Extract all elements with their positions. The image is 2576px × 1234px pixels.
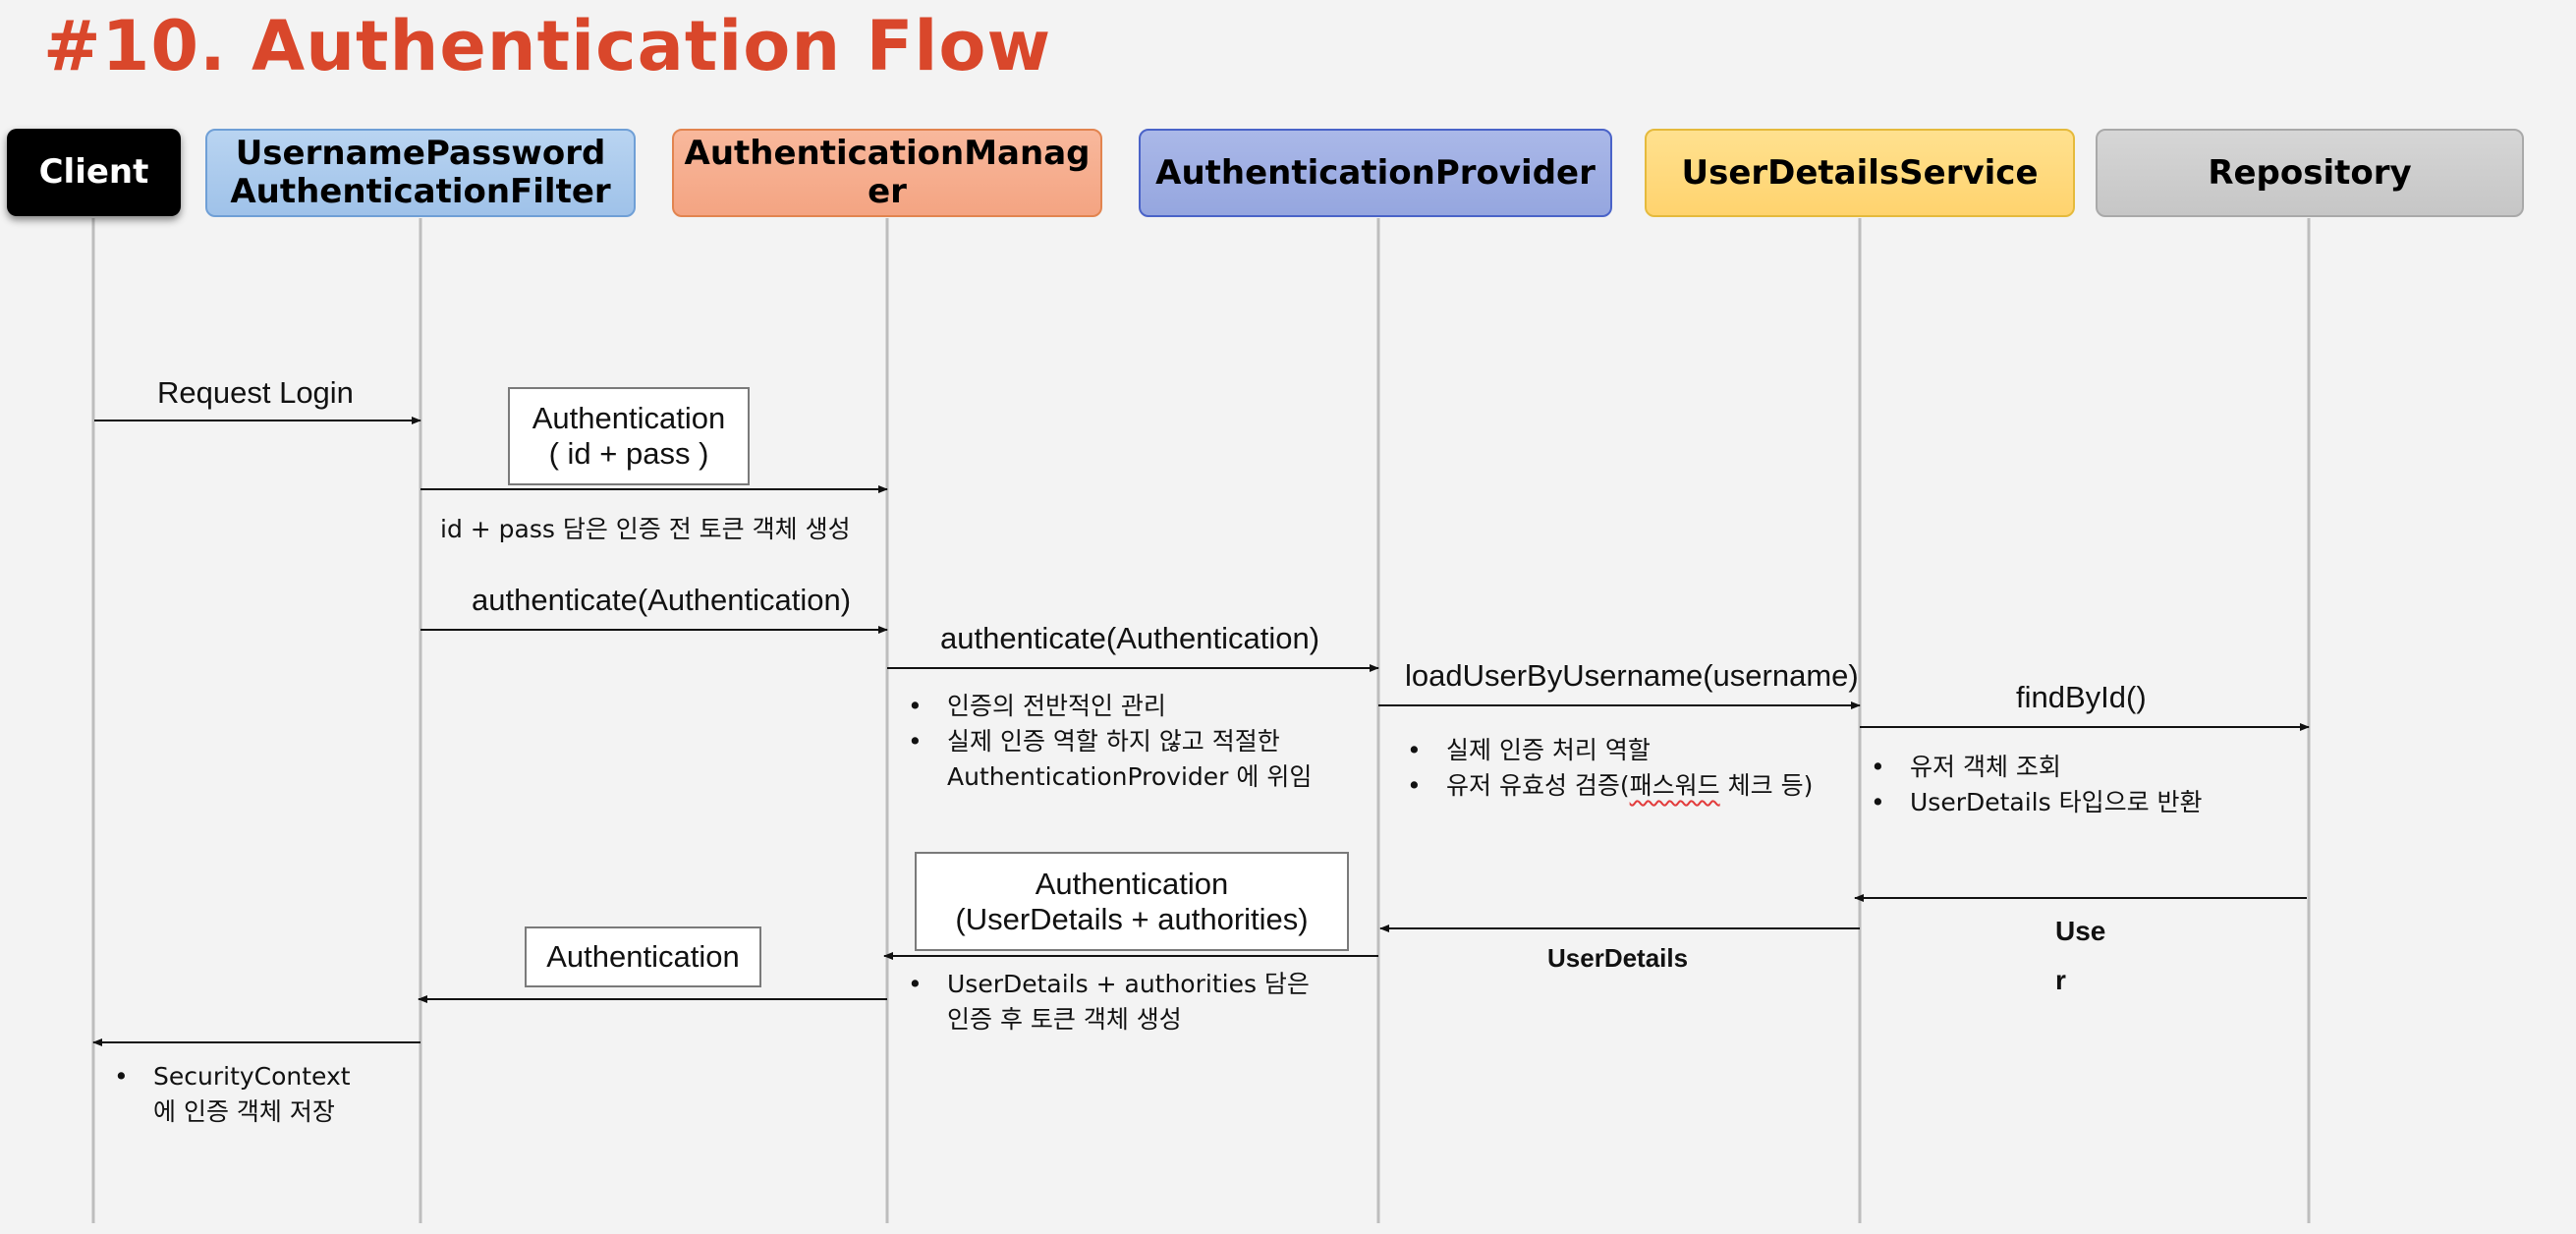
lifelines <box>91 218 2311 1223</box>
message-authenticate-2: authenticate(Authentication) <box>940 621 1320 655</box>
list-item: •유저 유효성 검증(패스워드 체크 등) <box>1407 771 1814 800</box>
list-item: •실제 인증 역할 하지 않고 적절한 AuthenticationProvid… <box>908 727 1313 791</box>
list-item: •UserDetails + authorities 담은 인증 후 토큰 객체… <box>908 970 1310 1034</box>
provider-notes: •실제 인증 처리 역할 •유저 유효성 검증(패스워드 체크 등) <box>1403 733 1813 804</box>
authentication-token-box: Authentication ( id + pass ) <box>508 387 750 485</box>
page-title: #10. Authentication Flow <box>43 6 1052 86</box>
actor-authentication-manager: AuthenticationManager <box>672 129 1102 217</box>
message-find-by-id: findById() <box>2016 680 2147 714</box>
list-item: •유저 객체 조회 <box>1871 753 2061 781</box>
list-item: •SecurityContext 에 인증 객체 저장 <box>114 1062 351 1126</box>
message-user: Use r <box>2055 916 2106 995</box>
list-item: •UserDetails 타입으로 반환 <box>1871 788 2203 816</box>
actor-repository: Repository <box>2096 129 2524 217</box>
user-details-service-notes: •유저 객체 조회 •UserDetails 타입으로 반환 <box>1867 750 2203 820</box>
client-notes: •SecurityContext 에 인증 객체 저장 <box>110 1059 351 1130</box>
list-item: •인증의 전반적인 관리 <box>908 692 1166 720</box>
actor-username-password-filter: UsernamePassword AuthenticationFilter <box>205 129 636 217</box>
message-user-details: UserDetails <box>1547 943 1689 973</box>
authenticated-token-box: Authentication (UserDetails + authoritie… <box>915 852 1349 951</box>
manager-after-notes: •UserDetails + authorities 담은 인증 후 토큰 객체… <box>904 967 1310 1038</box>
message-load-user-by-username: loadUserByUsername(username) <box>1405 658 1859 693</box>
actor-user-details-service: UserDetailsService <box>1645 129 2075 217</box>
authentication-result-box: Authentication <box>525 926 761 987</box>
actor-client: Client <box>7 129 181 216</box>
message-request-login: Request Login <box>157 375 354 410</box>
message-authenticate-1: authenticate(Authentication) <box>472 583 852 617</box>
list-item: •실제 인증 처리 역할 <box>1407 736 1651 764</box>
note-token-before-auth: id + pass 담은 인증 전 토큰 객체 생성 <box>440 515 851 543</box>
actor-authentication-provider: AuthenticationProvider <box>1139 129 1612 217</box>
manager-notes: •인증의 전반적인 관리 •실제 인증 역할 하지 않고 적절한 Authent… <box>904 689 1312 795</box>
